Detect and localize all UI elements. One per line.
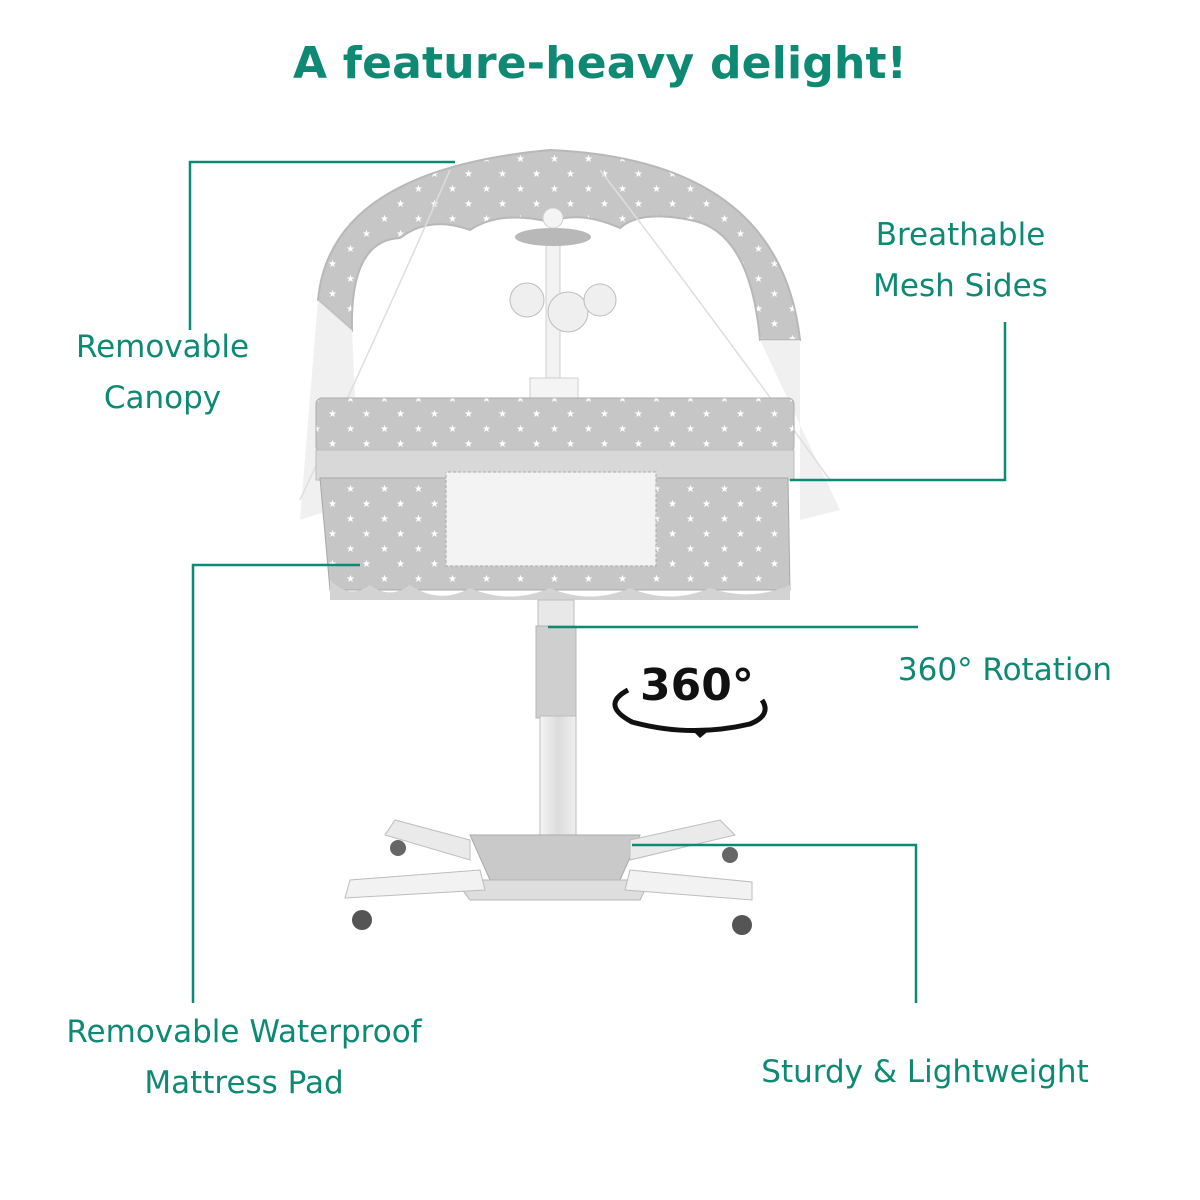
canopy-callout-line (188, 160, 455, 330)
toy-mobile (509, 207, 617, 403)
mesh-callout-line (790, 322, 1007, 482)
support-pole (535, 599, 577, 837)
x-base (344, 819, 753, 935)
canopy-label: Removable Canopy (75, 329, 250, 416)
rotation-label: 360° Rotation (897, 652, 1113, 688)
rotation-badge: 360° (640, 660, 754, 711)
rotation-arrow-icon (612, 687, 768, 738)
mesh-label: Breathable Mesh Sides (873, 217, 1048, 304)
callout-lines (188, 160, 1007, 1003)
bassinet-basket (315, 397, 795, 600)
page-title: A feature-heavy delight! (293, 38, 907, 89)
base-label: Sturdy & Lightweight (761, 1054, 1089, 1090)
base-callout-line (632, 843, 918, 1003)
mattress-callout-line (191, 563, 360, 1003)
mattress-label: Removable Waterproof Mattress Pad (66, 1014, 422, 1101)
